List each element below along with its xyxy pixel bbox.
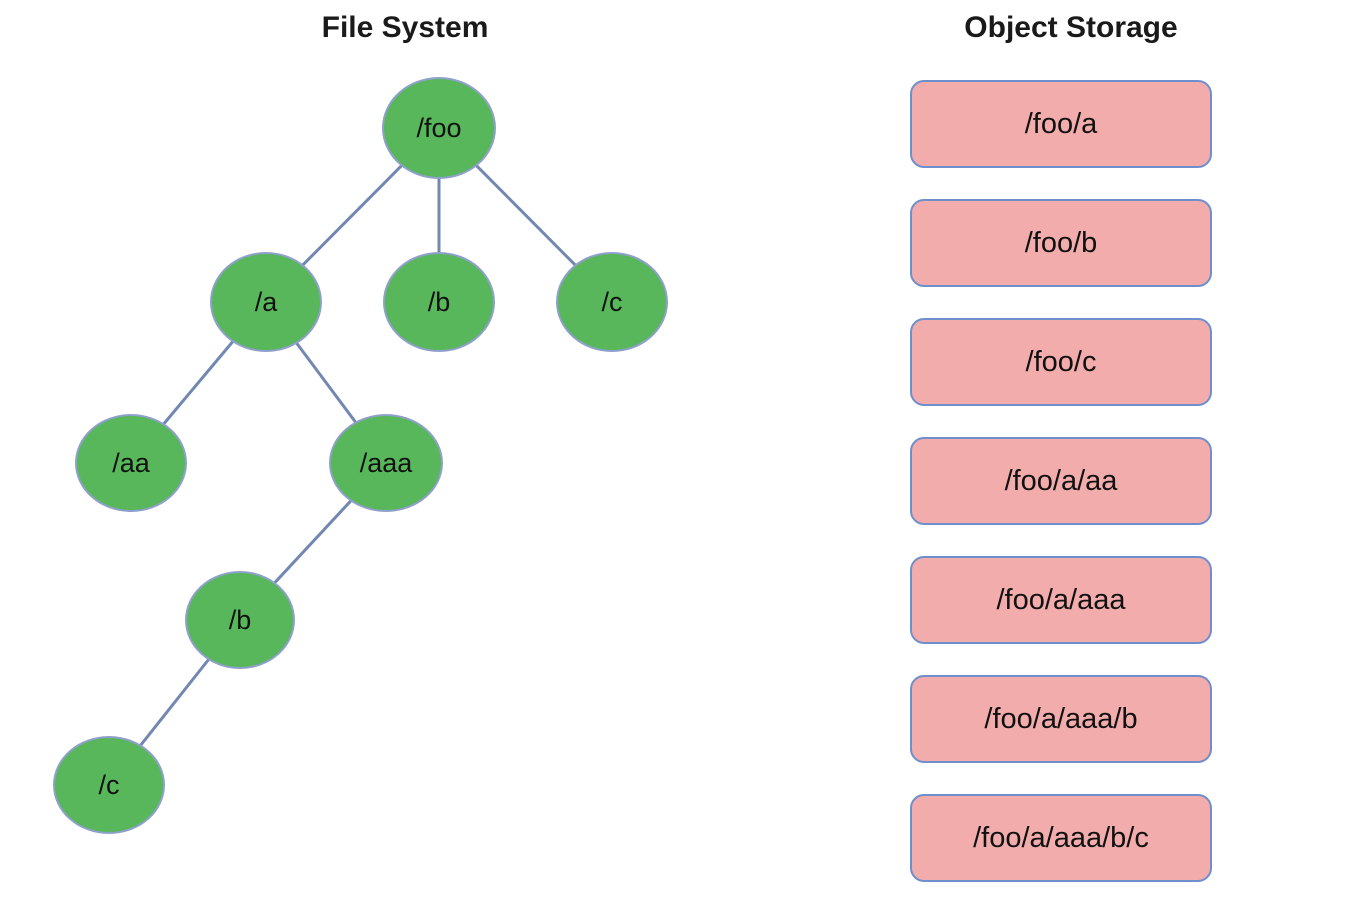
file-system-title: File System: [321, 11, 489, 44]
tree-node-aaa[interactable]: /aaa: [329, 414, 443, 512]
object-storage-item[interactable]: /foo/a/aaa/b/c: [910, 794, 1212, 882]
tree-edge-foo-to-c: [475, 164, 577, 267]
tree-node-label: /aa: [112, 447, 150, 478]
tree-node-label: /foo: [416, 112, 462, 143]
tree-node-aaa_b_c[interactable]: /c: [53, 736, 165, 834]
tree-node-c[interactable]: /c: [556, 252, 668, 352]
tree-node-label: /c: [98, 769, 120, 800]
tree-edge-foo-to-a: [301, 164, 403, 267]
object-storage-item[interactable]: /foo/b: [910, 199, 1212, 287]
tree-node-label: /b: [427, 286, 451, 317]
object-storage-item-label: /foo/a/aaa/b: [984, 702, 1138, 735]
tree-node-b[interactable]: /b: [383, 252, 495, 352]
tree-node-label: /b: [228, 604, 252, 635]
object-storage-item[interactable]: /foo/c: [910, 318, 1212, 406]
tree-edge-aaa_b-to-aaa_b_c: [139, 658, 210, 747]
tree-node-aaa_b[interactable]: /b: [185, 571, 295, 669]
object-storage-item[interactable]: /foo/a: [910, 80, 1212, 168]
tree-edge-a-to-aa: [162, 340, 234, 425]
tree-node-label: /a: [254, 286, 278, 317]
object-storage-item-label: /foo/a/aaa/b/c: [973, 821, 1149, 854]
tree-node-foo[interactable]: /foo: [382, 77, 496, 179]
tree-edge-a-to-aaa: [295, 342, 357, 424]
object-storage-item-label: /foo/a/aaa: [996, 583, 1126, 616]
tree-node-label: /aaa: [359, 447, 413, 478]
object-storage-item[interactable]: /foo/a/aaa: [910, 556, 1212, 644]
object-storage-item-label: /foo/a/aa: [1004, 464, 1118, 497]
object-storage-item-label: /foo/c: [1025, 345, 1097, 378]
tree-node-aa[interactable]: /aa: [75, 414, 187, 512]
tree-edge-aaa-to-aaa_b: [273, 499, 352, 584]
object-storage-title: Object Storage: [964, 11, 1178, 44]
tree-node-label: /c: [601, 286, 623, 317]
object-storage-item[interactable]: /foo/a/aaa/b: [910, 675, 1212, 763]
tree-node-a[interactable]: /a: [210, 252, 322, 352]
object-storage-item[interactable]: /foo/a/aa: [910, 437, 1212, 525]
object-storage-item-label: /foo/a: [1024, 107, 1098, 140]
object-storage-item-label: /foo/b: [1024, 226, 1098, 259]
